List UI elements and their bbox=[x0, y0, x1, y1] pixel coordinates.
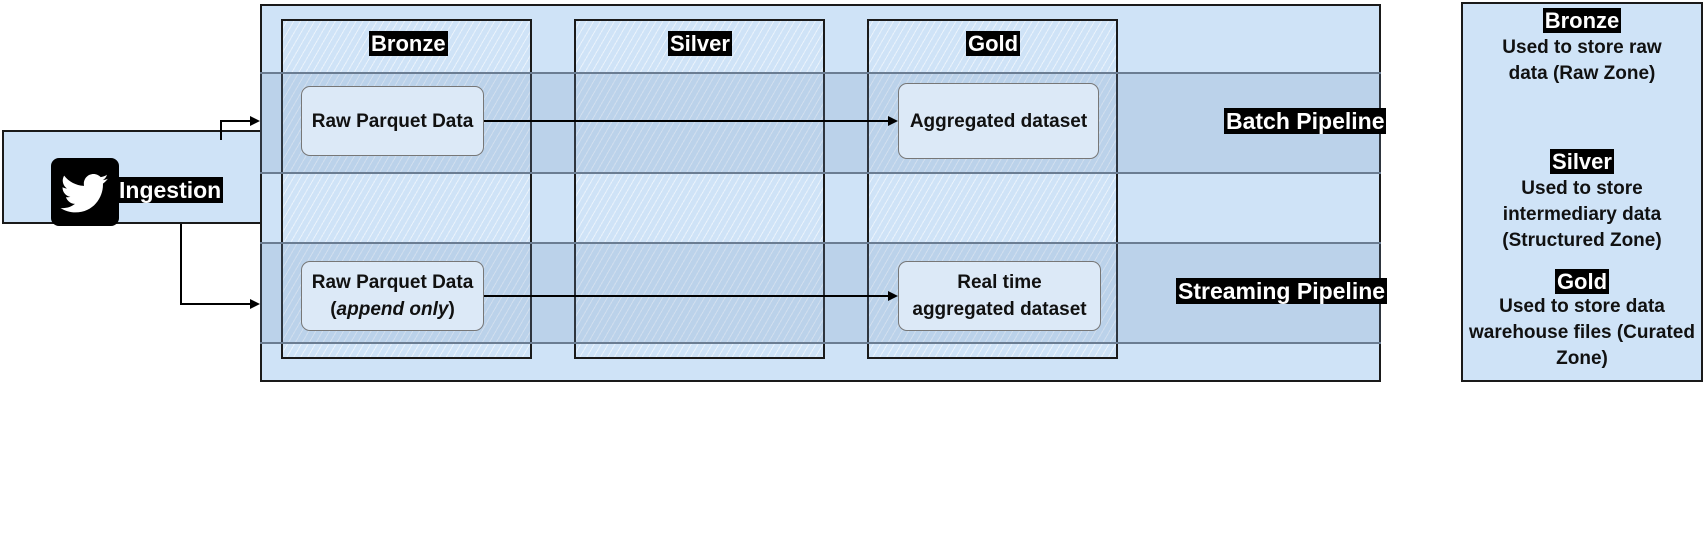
legend-silver-title: Silver bbox=[1550, 149, 1614, 174]
legend-gold: Gold Used to store data warehouse files … bbox=[1461, 269, 1703, 372]
batch-aggregated-node: Aggregated dataset bbox=[898, 83, 1099, 159]
legend-bronze-title: Bronze bbox=[1542, 8, 1622, 33]
streaming-realtime-line1: Real time bbox=[957, 272, 1042, 293]
ingestion-to-streaming-arrow bbox=[180, 224, 260, 309]
batch-pipeline-label: Batch Pipeline bbox=[1224, 108, 1387, 135]
bronze-title: Bronze bbox=[369, 31, 448, 57]
legend-silver-desc: Used to store intermediary data (Structu… bbox=[1502, 178, 1662, 252]
batch-raw-parquet-node: Raw Parquet Data bbox=[301, 86, 484, 156]
silver-zone bbox=[574, 19, 825, 359]
legend-bronze: Bronze Used to store raw data (Raw Zone) bbox=[1461, 8, 1703, 87]
batch-raw-parquet-label: Raw Parquet Data bbox=[311, 110, 474, 132]
gold-title: Gold bbox=[966, 31, 1021, 57]
legend-gold-desc: Used to store data warehouse files (Cura… bbox=[1469, 296, 1695, 370]
streaming-raw-parquet-line1: Raw Parquet Data bbox=[311, 272, 474, 293]
silver-title: Silver bbox=[668, 31, 732, 57]
ingestion-label: Ingestion bbox=[117, 177, 224, 204]
legend-silver: Silver Used to store intermediary data (… bbox=[1461, 149, 1703, 254]
streaming-pipeline-label: Streaming Pipeline bbox=[1176, 278, 1388, 305]
twitter-icon bbox=[51, 158, 119, 226]
streaming-raw-parquet-line2: (append only) bbox=[330, 299, 455, 320]
legend-bronze-desc: Used to store raw data (Raw Zone) bbox=[1502, 37, 1662, 85]
ingestion-to-batch-arrow bbox=[220, 116, 260, 140]
legend-box bbox=[1461, 2, 1703, 382]
streaming-realtime-node: Real time aggregated dataset bbox=[898, 261, 1101, 331]
streaming-realtime-line2: aggregated dataset bbox=[912, 299, 1087, 320]
streaming-raw-parquet-node: Raw Parquet Data (append only) bbox=[301, 261, 484, 331]
legend-gold-title: Gold bbox=[1554, 269, 1610, 294]
batch-aggregated-label: Aggregated dataset bbox=[909, 110, 1088, 132]
